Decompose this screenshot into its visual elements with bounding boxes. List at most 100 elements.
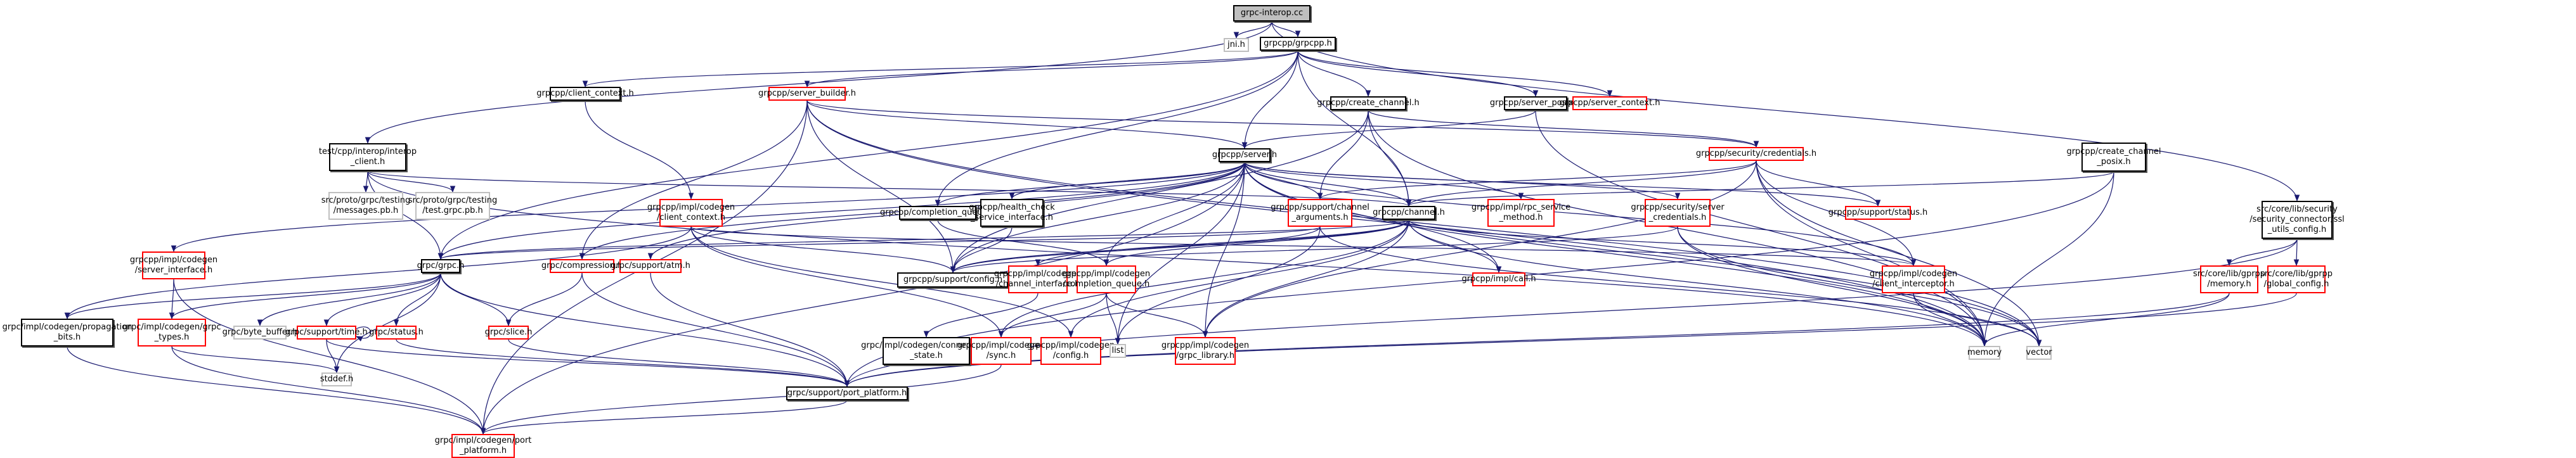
edge-credentials-to-client-interceptor (1756, 160, 1917, 267)
graph-node-vector: vector (2026, 346, 2052, 360)
graph-node-server-posix[interactable]: grpcpp/server_posix.h (1490, 96, 1581, 110)
edge-grpcpp-to-server (1241, 50, 1298, 149)
edge-server-interface-to-codegen-port-platform (173, 279, 486, 435)
graph-node-completion-queue[interactable]: grpcpp/completion_queue.h (880, 206, 995, 220)
edge-codegen-client-context-to-sync (690, 226, 1004, 338)
edge-grpcpp-to-completion-queue (935, 50, 1298, 207)
graph-node-grpcpp[interactable]: grpcpp/grpcpp.h (1260, 37, 1336, 51)
graph-node-ssl-utils[interactable]: src/core/lib/security /security_connecto… (2249, 201, 2345, 239)
edge-credentials-to-channel (1406, 160, 1757, 207)
edge-grpc-h-to-slice (440, 272, 512, 327)
edge-interop-client-to-test-grpc-pb (367, 170, 456, 193)
edge-grpc-h-to-stddef (333, 272, 441, 374)
graph-node-codegen-client-context[interactable]: grpcpp/impl/codegen /client_context.h (647, 199, 735, 227)
graph-node-channel-interface[interactable]: grpcpp/impl/codegen /channel_interface.h (994, 265, 1082, 293)
edge-server-interface-to-grpc-types (169, 279, 175, 320)
graph-node-health-check[interactable]: grpcpp/health_check _service_interface.h (969, 199, 1055, 227)
edge-server-builder-to-compression (579, 100, 808, 260)
edge-compression-to-port-platform (581, 272, 850, 388)
graph-node-slice[interactable]: grpc/slice.h (485, 326, 532, 340)
graph-node-client-interceptor[interactable]: grpcpp/impl/codegen /client_interceptor.… (1870, 265, 1957, 293)
edge-grpc-h-to-time (323, 272, 441, 327)
graph-node-create-channel[interactable]: grpcpp/create_channel.h (1317, 96, 1420, 110)
graph-node-time[interactable]: grpc/support/time.h (285, 326, 368, 340)
edge-channel-to-codegen-config (1068, 219, 1409, 338)
graph-node-list: list (1110, 344, 1126, 358)
graph-node-rpc-service-method[interactable]: grpcpp/impl/rpc_service _method.h (1472, 199, 1570, 227)
edge-root-to-ssl-utils (1271, 21, 2300, 202)
edge-slice-to-port-platform (508, 339, 850, 388)
edge-codegen-cq-to-grpc-library (1106, 293, 1208, 338)
edge-grpcpp-to-server-builder (804, 50, 1298, 88)
graph-node-propagation-bits[interactable]: grpc/impl/codegen/propagation _bits.h (3, 319, 132, 347)
graph-node-sync[interactable]: grpcpp/impl/codegen /sync.h (957, 337, 1045, 365)
graph-node-grpc-types[interactable]: grpc/impl/codegen/grpc _types.h (122, 319, 221, 347)
edge-grpc-h-to-byte-buffer (257, 272, 441, 327)
edge-channel-to-sync (998, 219, 1409, 338)
edge-channel-to-channel-interface (1035, 219, 1409, 267)
graph-node-server-context[interactable]: grpcpp/server_context.h (1560, 96, 1660, 110)
graph-node-server-builder[interactable]: grpcpp/server_builder.h (758, 87, 856, 101)
edge-create-channel-to-credentials (1368, 110, 1759, 148)
edge-channel-to-grpc-h (438, 219, 1409, 260)
edge-channel-arguments-to-list (1115, 226, 1321, 345)
graph-node-connectivity-state[interactable]: grpc/impl/codegen/connectivity _state.h (861, 337, 992, 365)
graph-node-gprpp-memory[interactable]: src/core/lib/gprpp /memory.h (2193, 265, 2265, 293)
graph-node-create-channel-posix[interactable]: grpcpp/create_channel _posix.h (2066, 143, 2161, 172)
graph-node-stddef: stddef.h (320, 372, 353, 386)
edge-server-to-codegen-port-platform (480, 162, 1245, 435)
graph-node-codegen-port-platform[interactable]: grpc/impl/codegen/port _platform.h (435, 434, 531, 458)
edge-codegen-cq-to-list (1106, 293, 1121, 345)
edge-health-check-to-config (950, 226, 1013, 274)
edge-create-channel-posix-to-memory (1981, 171, 2114, 347)
graph-node-status[interactable]: grpcpp/support/status.h (1828, 206, 1927, 220)
edge-grpcpp-to-create-channel (1297, 50, 1371, 98)
graph-node-client-context[interactable]: grpcpp/client_context.h (536, 87, 634, 101)
graph-node-credentials[interactable]: grpcpp/security/credentials.h (1696, 147, 1816, 161)
edge-propagation-bits-to-codegen-port-platform (67, 346, 486, 435)
edge-root-to-jni (1233, 21, 1272, 39)
edge-create-channel-to-channel-arguments (1317, 110, 1369, 200)
graph-node-server-interface[interactable]: grpcpp/impl/codegen /server_interface.h (130, 251, 217, 279)
graph-node-channel-arguments[interactable]: grpcpp/support/channel _arguments.h (1271, 199, 1369, 227)
edge-server-builder-to-vector (806, 100, 2042, 347)
edge-server-to-codegen-cq (1103, 162, 1245, 267)
edge-channel-to-grpc-library (1202, 219, 1409, 338)
graph-node-server[interactable]: grpcpp/server.h (1212, 148, 1277, 162)
graph-node-server-credentials[interactable]: grpcpp/security/server _credentials.h (1631, 199, 1725, 227)
graph-node-call[interactable]: grpcpp/impl/call.h (1461, 272, 1536, 286)
edge-gprpp-memory-to-memory (1981, 293, 2230, 347)
edge-server-to-config (950, 162, 1245, 274)
edge-server-builder-to-credentials (806, 100, 1759, 148)
edge-ssl-utils-to-gprpp-memory (2226, 238, 2298, 267)
edge-port-platform-to-codegen-port-platform (480, 400, 848, 435)
graph-node-compression[interactable]: grpc/compression.h (541, 259, 623, 273)
graph-node-grpc-library[interactable]: grpcpp/impl/codegen /grpc_library.h (1162, 337, 1249, 365)
edge-credentials-to-status (1756, 160, 1881, 207)
edge-server-posix-to-server (1241, 110, 1536, 149)
edge-interop-client-to-messages-pb (363, 170, 369, 193)
edge-grpc-h-to-port-platform (440, 272, 850, 388)
graph-node-codegen-cq[interactable]: grpcpp/impl/codegen /completion_queue.h (1063, 265, 1150, 293)
graph-node-memory: memory (1967, 346, 2002, 360)
graph-node-atm[interactable]: grpc/support/atm.h (611, 259, 690, 273)
graph-node-root: grpc-interop.cc (1233, 5, 1311, 22)
graph-node-channel[interactable]: grpcpp/channel.h (1373, 206, 1445, 220)
edge-create-channel-posix-to-channel (1406, 171, 2114, 207)
edge-channel-to-codegen-cq (1103, 219, 1409, 267)
edge-root-to-grpcpp (1271, 21, 1301, 38)
edge-time-to-port-platform (326, 339, 850, 388)
graph-node-codegen-config[interactable]: grpcpp/impl/codegen /config.h (1027, 337, 1115, 365)
graph-node-test-grpc-pb: src/proto/grpc/testing /test.grpc.pb.h (408, 192, 497, 220)
edge-credentials-to-memory (1756, 160, 1988, 347)
graph-node-status-h[interactable]: grpc/status.h (369, 326, 424, 340)
edge-grpc-h-to-propagation-bits (64, 272, 441, 320)
edge-client-interceptor-to-vector (1913, 293, 2042, 347)
edge-channel-to-client-interceptor (1408, 219, 1917, 267)
graph-node-grpc-h[interactable]: grpc/grpc.h (417, 259, 464, 273)
graph-node-global-config[interactable]: src/core/lib/gprpp /global_config.h (2260, 265, 2333, 293)
graph-node-config[interactable]: grpcpp/support/config.h (897, 272, 1009, 288)
graph-node-interop-client[interactable]: test/cpp/interop/interop _client.h (319, 143, 417, 171)
graph-node-port-platform[interactable]: grpc/support/port_platform.h (786, 386, 908, 400)
